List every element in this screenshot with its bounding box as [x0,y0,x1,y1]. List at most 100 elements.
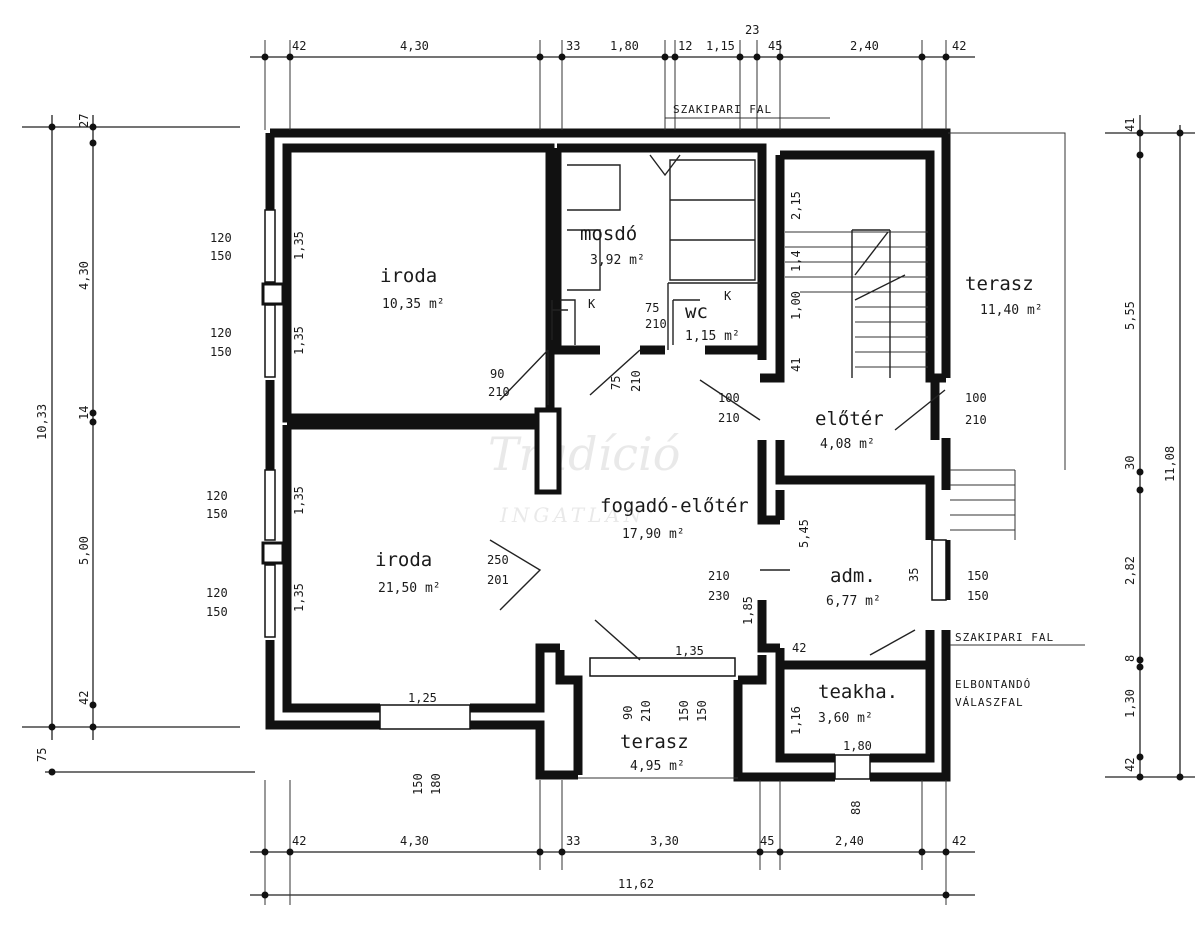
opening-door-mosdo-b: 210 [645,317,667,331]
left-windows [261,209,285,638]
dim-right-2: 5,55 [1123,301,1137,330]
opening-door-adm-bot: 230 [708,589,730,603]
left-dimension-labels: 10,33 27 4,30 14 5,00 42 75 [35,114,91,762]
opening-bottom-window-1: 1,25 [408,691,437,705]
dim-bot-7: 42 [952,834,966,848]
opening-door-wc-b: 210 [629,370,643,392]
opening-w3-side: 1,35 [292,486,306,515]
stair-dim-d: 41 [789,358,803,372]
opening-bottom-window-2: 1,35 [675,644,704,658]
opening-door-wc-a: 75 [609,376,623,390]
dim-right-3: 30 [1123,456,1137,470]
dim-top-7: 23 [745,23,759,37]
annotation-notes: SZAKIPARI FAL SZAKIPARI FAL ELBONTANDÓ V… [665,103,1085,709]
dim-top-1: 42 [292,39,306,53]
terrace-steps [578,132,1066,779]
bottom-dimension-labels: 42 4,30 33 3,30 45 2,40 42 11,62 [292,834,966,891]
opening-door-iroda-bot: 210 [488,385,510,399]
opening-door-eloter-top: 100 [718,391,740,405]
opening-bottom-win-b: 180 [429,773,443,795]
opening-w1-side: 1,35 [292,231,306,260]
room-area-eloter: 4,08 m² [820,437,875,452]
dim-bot-1: 42 [292,834,306,848]
opening-w4-bot: 150 [206,605,228,619]
room-area-fogado-eloter: 17,90 m² [622,527,685,542]
opening-w4-top: 120 [206,586,228,600]
dim-left-6: 75 [35,748,49,762]
opening-w1-bot: 150 [210,249,232,263]
opening-dimensions: 120 150 1,35 120 150 1,35 120 150 1,35 1… [206,191,989,815]
opening-w2-side: 1,35 [292,326,306,355]
room-name-terasz-upper: terasz [965,273,1034,295]
opening-bottom-door-d: 150 [695,700,709,722]
dim-right-1: 41 [1123,118,1137,132]
room-name-eloter: előtér [815,408,884,430]
opening-teakha-side: 1,16 [789,706,803,735]
dim-left-5: 42 [77,691,91,705]
dim-right-7: 42 [1123,758,1137,772]
door-swings [489,300,946,661]
dim-top-4: 1,80 [610,39,639,53]
room-name-teakha: teakha. [818,681,898,703]
opening-bottom-win-a: 150 [411,773,425,795]
room-name-terasz-lower: terasz [620,731,689,753]
opening-window-adm-bot: 150 [967,589,989,603]
dim-top-3: 33 [566,39,580,53]
room-area-iroda-lower: 21,50 m² [378,581,441,596]
room-name-iroda-lower: iroda [375,549,432,571]
dim-top-10: 42 [952,39,966,53]
opening-w2-bot: 150 [210,345,232,359]
note-szakipari-fal-right: SZAKIPARI FAL [955,631,1054,644]
opening-door-iroda2-bot: 201 [487,573,509,587]
stair-dim-c: 1,00 [789,291,803,320]
opening-dim-88: 88 [849,801,863,815]
room-name-mosdo: mosdó [580,223,637,245]
dim-bot-5: 45 [760,834,774,848]
top-dimension-labels: 42 4,30 33 1,80 12 1,15 23 45 2,40 42 [292,23,966,53]
room-area-terasz-upper: 11,40 m² [980,303,1043,318]
opening-door-adm-side: 1,85 [741,596,755,625]
dim-bot-6: 2,40 [835,834,864,848]
opening-door-eloter-bot: 210 [718,411,740,425]
note-szakipari-fal-top: SZAKIPARI FAL [673,103,772,116]
opening-bottom-door-c: 150 [677,700,691,722]
room-name-iroda-upper: iroda [380,265,437,287]
opening-window-adm-side: 35 [907,568,921,582]
stair-dim-b: 1,4 [789,250,803,272]
opening-bottom-door-a: 90 [621,706,635,720]
opening-bottom-door-b: 210 [639,700,653,722]
opening-door-mosdo-a: 75 [645,301,659,315]
dim-top-5: 12 [678,39,692,53]
dim-bot-3: 33 [566,834,580,848]
opening-dim-42: 42 [792,641,806,655]
stair-flight [785,229,928,378]
opening-window-adm-top: 150 [967,569,989,583]
room-area-wc: 1,15 m² [685,329,740,344]
dim-right-4: 2,82 [1123,556,1137,585]
room-area-mosdo: 3,92 m² [590,253,645,268]
room-labels: iroda 10,35 m² mosdó 3,92 m² wc 1,15 m² … [375,223,1043,774]
opening-bottom-window-3: 1,80 [843,739,872,753]
opening-door-terasz-top: 100 [965,391,987,405]
dim-top-2: 4,30 [400,39,429,53]
room-area-iroda-upper: 10,35 m² [382,297,445,312]
dim-right-5: 8 [1123,655,1137,662]
bottom-windows [379,539,947,780]
dim-left-1: 27 [77,114,91,128]
right-dimension-labels: 41 5,55 30 2,82 8 1,30 42 11,08 [1123,118,1177,772]
room-area-teakha: 3,60 m² [818,711,873,726]
dim-left-4: 5,00 [77,536,91,565]
opening-w3-bot: 150 [206,507,228,521]
note-elbontando: ELBONTANDÓ [955,678,1031,691]
opening-w3-top: 120 [206,489,228,503]
opening-door-iroda-top: 90 [490,367,504,381]
dim-top-9: 2,40 [850,39,879,53]
room-name-wc: wc [685,301,708,323]
dimension-lines [22,40,1195,905]
opening-w4-side: 1,35 [292,583,306,612]
room-area-adm: 6,77 m² [826,594,881,609]
stair-dim-a: 2,15 [789,191,803,220]
room-area-terasz-lower: 4,95 m² [630,759,685,774]
room-name-adm: adm. [830,565,876,587]
